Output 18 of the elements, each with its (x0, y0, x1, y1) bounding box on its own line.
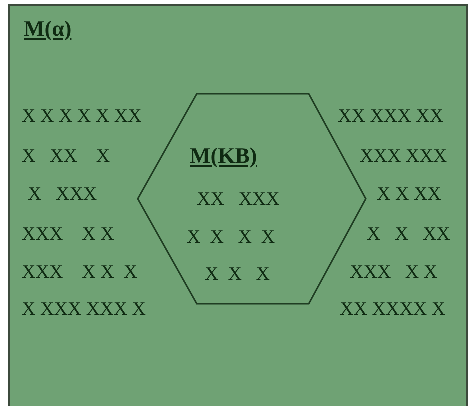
frame-box (8, 4, 468, 406)
element-marks: XXX XXX (360, 147, 448, 166)
element-marks: X X XX (367, 225, 450, 244)
element-marks: XXX X X (22, 225, 114, 244)
element-marks: XX XXX (197, 190, 280, 209)
element-marks: X XX X (22, 147, 110, 166)
element-marks: X XXX XXX X (22, 300, 146, 319)
element-marks: XX XXX XX (338, 107, 444, 126)
set-label: M(α) (24, 18, 72, 40)
element-marks: X X X (205, 265, 270, 284)
element-marks: XXX X X X (22, 263, 138, 282)
element-marks: X X X X (187, 228, 276, 247)
element-marks: X X X X X XX (22, 107, 142, 126)
element-marks: X X XX (377, 185, 442, 204)
element-marks: XXX X X (350, 263, 438, 282)
element-marks: X XXX (28, 185, 98, 204)
set-label: M(KB) (190, 145, 258, 167)
element-marks: XX XXXX X (340, 300, 446, 319)
